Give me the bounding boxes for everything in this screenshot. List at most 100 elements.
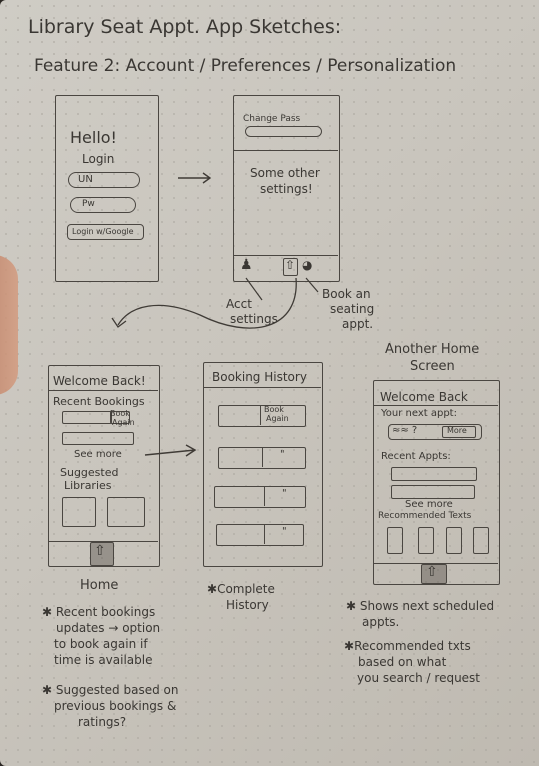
change-pass-field-sketch: [245, 126, 322, 137]
more-label: More: [447, 426, 467, 435]
nav-tab-sketch: [283, 258, 298, 276]
settings-nav-divider: [234, 255, 338, 256]
book-again-line2: Again: [112, 418, 135, 427]
arrow-book-pointer: [305, 277, 319, 293]
home-see-more: See more: [74, 449, 122, 460]
login-screen-sketch: [55, 95, 159, 282]
recent-bookings-label: Recent Bookings: [53, 395, 145, 408]
history-book-again-line2: Again: [266, 414, 289, 423]
history-header-divider: [204, 387, 321, 388]
password-field-sketch: [70, 197, 136, 213]
home-up-icon: ⇧: [285, 258, 296, 272]
star-icon: ✱: [346, 599, 360, 613]
another-home-screen-sketch: [373, 380, 500, 585]
suggested-library-1: [62, 497, 96, 527]
booking-history-screen-sketch: [203, 362, 323, 567]
home-note-1-line3: to book again if: [54, 637, 148, 651]
book-again-line1: Book: [110, 409, 130, 418]
another-see-more: See more: [405, 499, 453, 510]
settings-divider: [234, 150, 338, 151]
home-note-2-line1: ✱ Suggested based on: [42, 683, 179, 697]
home-note-2-line3: ratings?: [78, 715, 127, 729]
another-home-nav-icon: ⇧: [426, 564, 438, 580]
change-pass-label: Change Pass: [243, 114, 301, 124]
home2-note-2-line1: ✱Recommended txts: [344, 639, 471, 653]
history-row-4: [216, 524, 304, 546]
home-screen-sketch: [48, 365, 160, 567]
book-appt-icon: ◕: [302, 258, 313, 272]
recommended-text-3: [446, 527, 462, 554]
history-ditto-1: ": [280, 449, 285, 460]
home-nav-tab: [90, 542, 114, 566]
settings-screen-sketch: [233, 95, 340, 282]
recent-appt-sketch-2: [391, 485, 475, 499]
another-header-divider: [374, 405, 498, 406]
book-note-line3: appt.: [342, 317, 374, 331]
history-row-4-divider: [264, 524, 265, 544]
history-note-line2: History: [226, 598, 269, 612]
suggested-line1: Suggested: [60, 466, 119, 479]
star-icon: ✱: [207, 582, 218, 596]
recent-appt-sketch-1: [391, 467, 477, 481]
recommended-text-4: [473, 527, 489, 554]
arrow-home-to-history: [144, 444, 197, 457]
home-nav-divider: [49, 541, 158, 542]
history-book-again-line1: Book: [264, 405, 284, 414]
another-home-nav-tab: [421, 564, 447, 584]
page-subtitle: Feature 2: Account / Preferences / Perso…: [34, 56, 457, 76]
booking-history-title: Booking History: [212, 370, 307, 384]
another-welcome-text: Welcome Back: [380, 390, 468, 404]
star-icon: ✱: [42, 605, 56, 619]
history-row-1: [218, 405, 306, 427]
book-note-line1: Book an: [322, 287, 371, 301]
more-button-sketch: [442, 426, 476, 438]
home-nav-icon: ⇧: [94, 543, 106, 559]
suggested-library-2: [107, 497, 145, 527]
home2-note-1-line1: ✱ Shows next scheduled: [346, 599, 495, 613]
page-title: Library Seat Appt. App Sketches:: [28, 16, 342, 38]
acct-note-line1: Acct: [226, 297, 252, 311]
login-label: Login: [82, 152, 115, 166]
password-label: Pw: [82, 199, 95, 209]
home-caption: Home: [80, 578, 119, 593]
hello-text: Hello!: [70, 128, 117, 147]
home-note-1-line4: time is available: [54, 653, 153, 667]
history-row-2-divider: [262, 447, 263, 467]
next-appt-label: Your next appt:: [381, 408, 457, 419]
username-label: UN: [78, 174, 93, 185]
welcome-back-text: Welcome Back!: [53, 374, 146, 388]
home-note-1-line1: ✱ Recent bookings: [42, 605, 156, 619]
history-row-3-divider: [264, 486, 265, 506]
home-note-1-line2: updates → option: [56, 621, 161, 635]
next-appt-scribble: ≈≈ ?: [392, 425, 418, 436]
acct-note-line2: settings: [230, 312, 278, 326]
history-note-line1: ✱Complete: [207, 582, 275, 596]
thumb: [0, 255, 18, 395]
next-appt-card-sketch: [388, 424, 482, 440]
another-home-heading-1: Another Home: [385, 342, 480, 357]
home2-note-1-line2: appts.: [362, 615, 400, 629]
other-settings-line2: settings!: [260, 182, 313, 196]
recommended-texts-label: Recommended Texts: [378, 511, 472, 521]
recent-booking-sketch-1: [62, 411, 112, 424]
history-ditto-2: ": [282, 488, 287, 499]
arrow-login-to-settings: [178, 172, 212, 184]
another-nav-divider: [374, 563, 498, 564]
recommended-text-1: [387, 527, 403, 554]
history-ditto-3: ": [282, 526, 287, 537]
history-row-1-divider: [260, 405, 261, 425]
history-row-3: [214, 486, 306, 508]
home-header-divider: [49, 390, 158, 391]
another-home-heading-2: Screen: [410, 359, 455, 374]
username-field-sketch: [68, 172, 140, 188]
suggested-line2: Libraries: [64, 479, 112, 492]
book-again-sketch: [110, 411, 130, 424]
google-login-sketch: [67, 224, 144, 240]
star-icon: ✱: [344, 639, 355, 653]
home2-note-2-line3: you search / request: [357, 671, 481, 685]
google-login-label: Login w/Google: [72, 227, 134, 236]
arrow-acct-pointer: [245, 277, 263, 301]
book-note-line2: seating: [330, 302, 375, 316]
